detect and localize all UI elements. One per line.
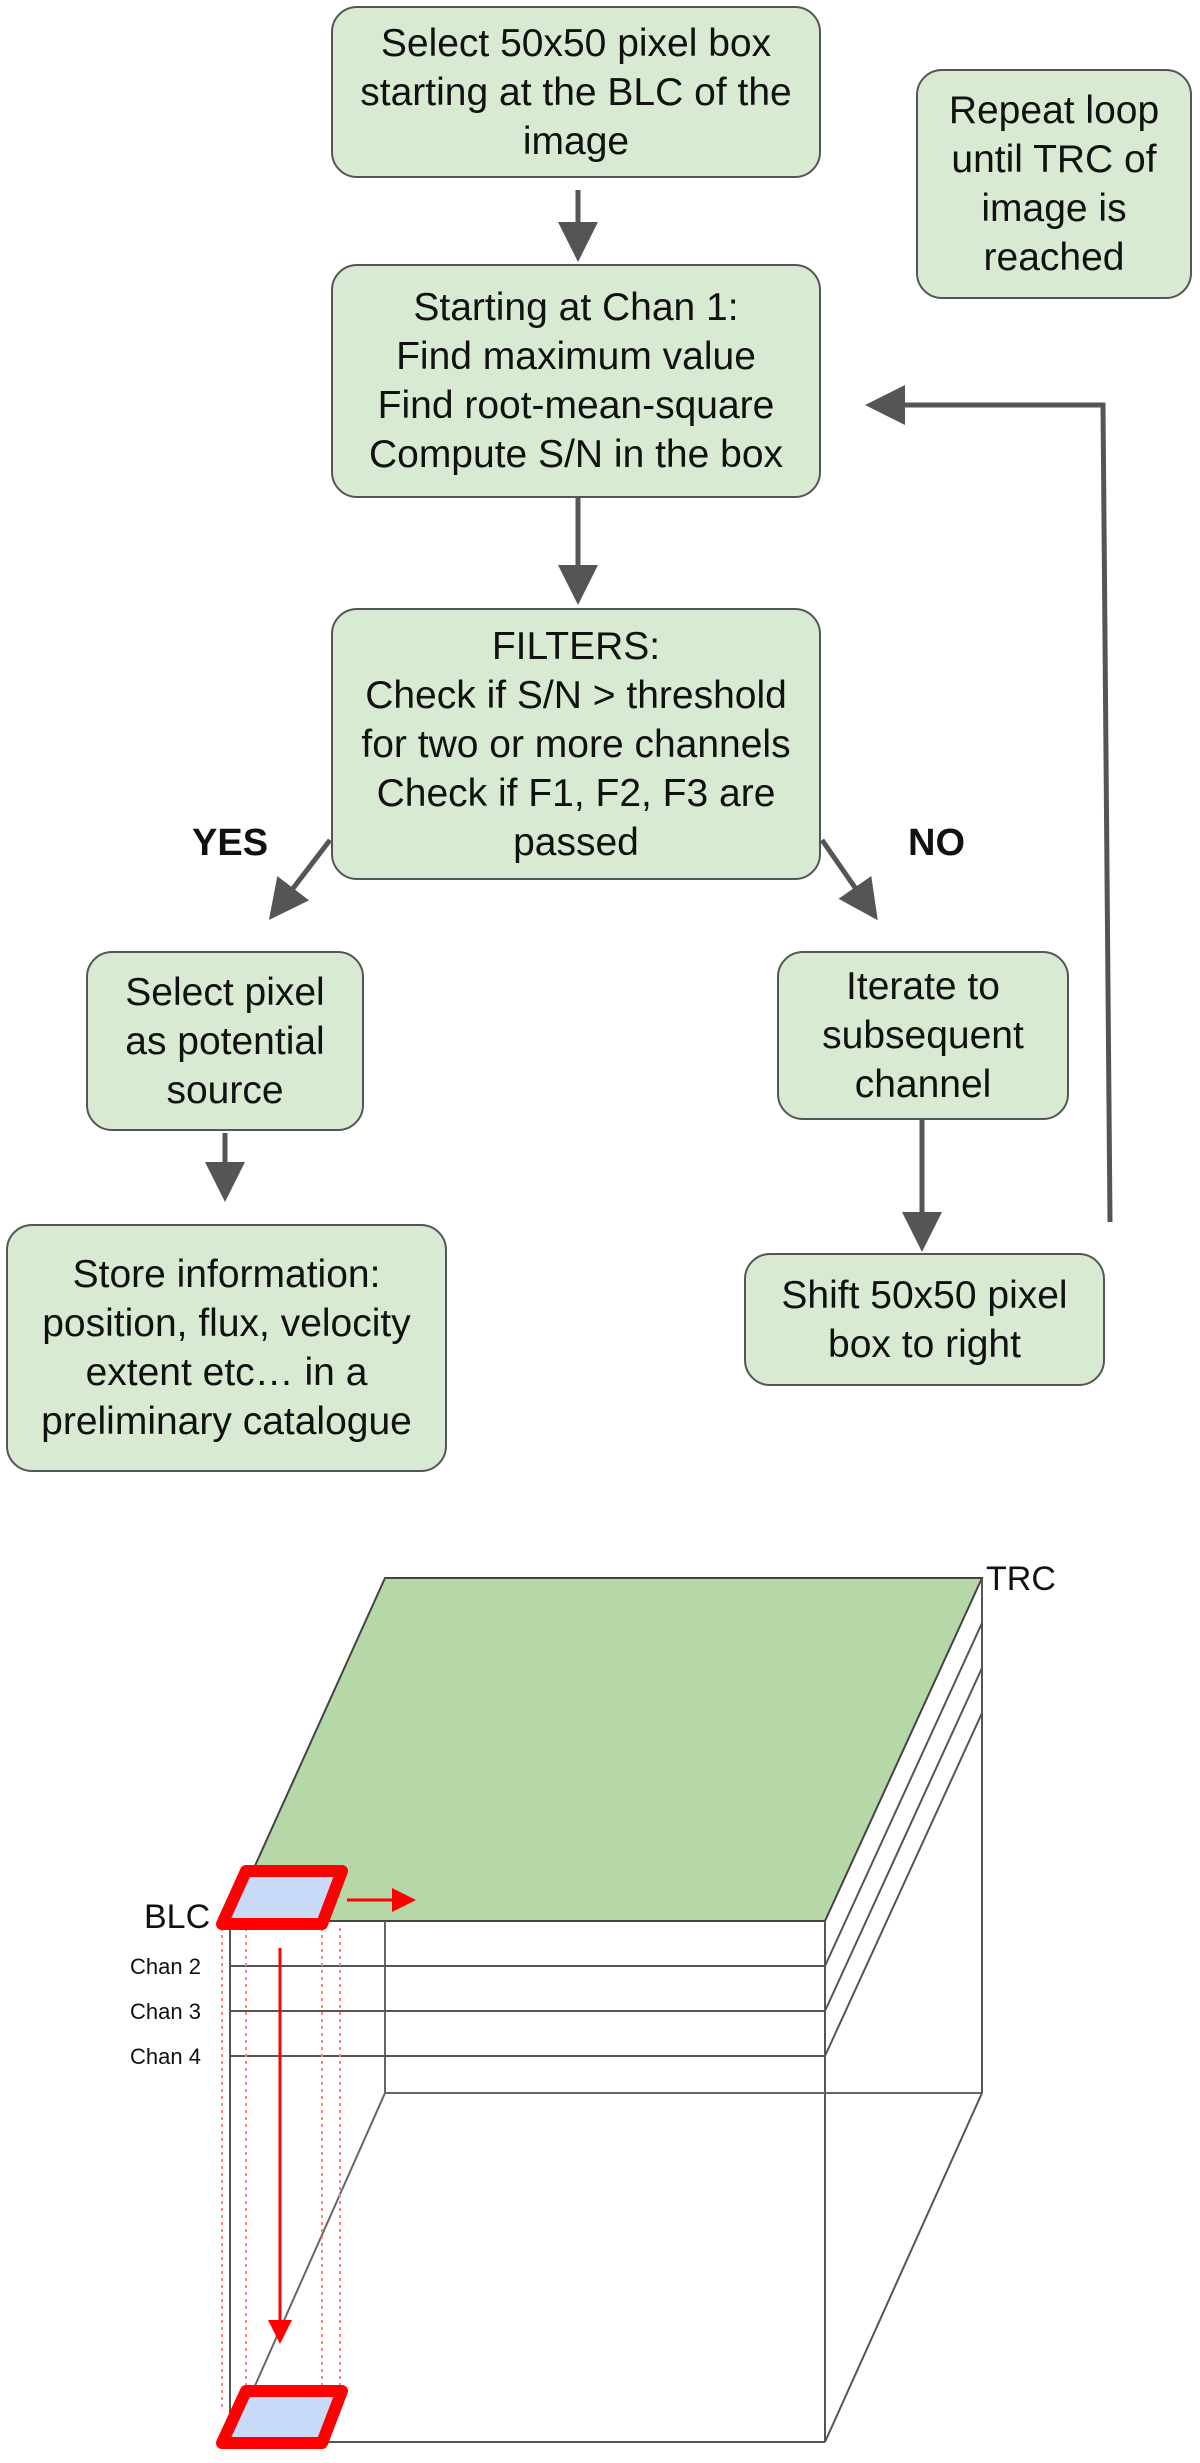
- no-label: NO: [908, 822, 965, 864]
- select-box-line: image: [522, 119, 630, 163]
- channel-label-2: Chan 2: [130, 1954, 201, 1979]
- blc-label: BLC: [144, 1898, 210, 1936]
- cube-edge: [824, 2092, 983, 2443]
- filters-step: FILTERS: Check if S/N > threshold for tw…: [331, 608, 821, 880]
- select-pixel-line: as potential: [125, 1019, 325, 1063]
- store-info-line: Store information:: [72, 1253, 381, 1296]
- shift-box-step: Shift 50x50 pixel box to right: [744, 1253, 1105, 1386]
- data-cube: TRC BLC Chan 2 Chan 3 Chan 4: [130, 1560, 1056, 2449]
- shift-box-line: box to right: [828, 1322, 1021, 1366]
- select-box-line: Select 50x50 pixel box: [380, 21, 772, 65]
- compute-line: Find root-mean-square: [377, 384, 775, 427]
- yes-label: YES: [192, 822, 269, 864]
- arrow-filters-to-select-pixel: [268, 838, 332, 920]
- repeat-loop-note: Repeat loop until TRC of image is reache…: [916, 69, 1192, 299]
- blc-pixel-box: [216, 1865, 348, 1930]
- filters-line: for two or more channels: [361, 722, 791, 766]
- cube-hidden-edge: [229, 2092, 386, 2443]
- channel-side-line: [824, 1622, 983, 1967]
- filters-line: Check if F1, F2, F3 are: [376, 771, 776, 815]
- channel-label-4: Chan 4: [130, 2044, 201, 2069]
- filters-line: FILTERS:: [491, 624, 661, 668]
- compute-line: Starting at Chan 1:: [413, 286, 739, 329]
- channel-label-3: Chan 3: [130, 1999, 201, 2024]
- repeat-note-line: reached: [983, 236, 1125, 279]
- store-info-line: preliminary catalogue: [41, 1400, 412, 1443]
- compute-line: Compute S/N in the box: [368, 433, 784, 476]
- iterate-line: subsequent: [822, 1014, 1024, 1057]
- select-pixel-line: Select pixel: [125, 970, 325, 1014]
- iterate-line: Iterate to: [846, 965, 1000, 1008]
- repeat-note-line: image is: [981, 187, 1127, 230]
- store-info-line: extent etc… in a: [85, 1351, 368, 1394]
- trc-label: TRC: [986, 1560, 1056, 1598]
- arrow-filters-to-iterate: [819, 838, 878, 921]
- filters-line: passed: [513, 820, 639, 864]
- repeat-note-line: Repeat loop: [948, 89, 1160, 132]
- arrow-loop-back: [865, 385, 1113, 1223]
- select-pixel-line: source: [166, 1068, 284, 1112]
- compute-line: Find maximum value: [396, 335, 756, 378]
- select-pixel-step: Select pixel as potential source: [86, 951, 364, 1131]
- channel-side-line: [824, 1712, 983, 2057]
- shift-box-line: Shift 50x50 pixel: [781, 1273, 1068, 1317]
- select-box-line: starting at the BLC of the: [360, 70, 792, 114]
- select-box-step: Select 50x50 pixel box starting at the B…: [331, 6, 821, 178]
- iterate-line: channel: [854, 1063, 992, 1106]
- store-info-step: Store information: position, flux, veloc…: [6, 1224, 447, 1472]
- bottom-pixel-box: [216, 2385, 348, 2449]
- filters-line: Check if S/N > threshold: [365, 673, 787, 717]
- channel-side-line: [824, 1667, 983, 2012]
- store-info-line: position, flux, velocity: [42, 1302, 411, 1345]
- iterate-step: Iterate to subsequent channel: [777, 951, 1069, 1120]
- compute-step: Starting at Chan 1: Find maximum value F…: [331, 264, 821, 498]
- repeat-note-line: until TRC of: [951, 138, 1157, 181]
